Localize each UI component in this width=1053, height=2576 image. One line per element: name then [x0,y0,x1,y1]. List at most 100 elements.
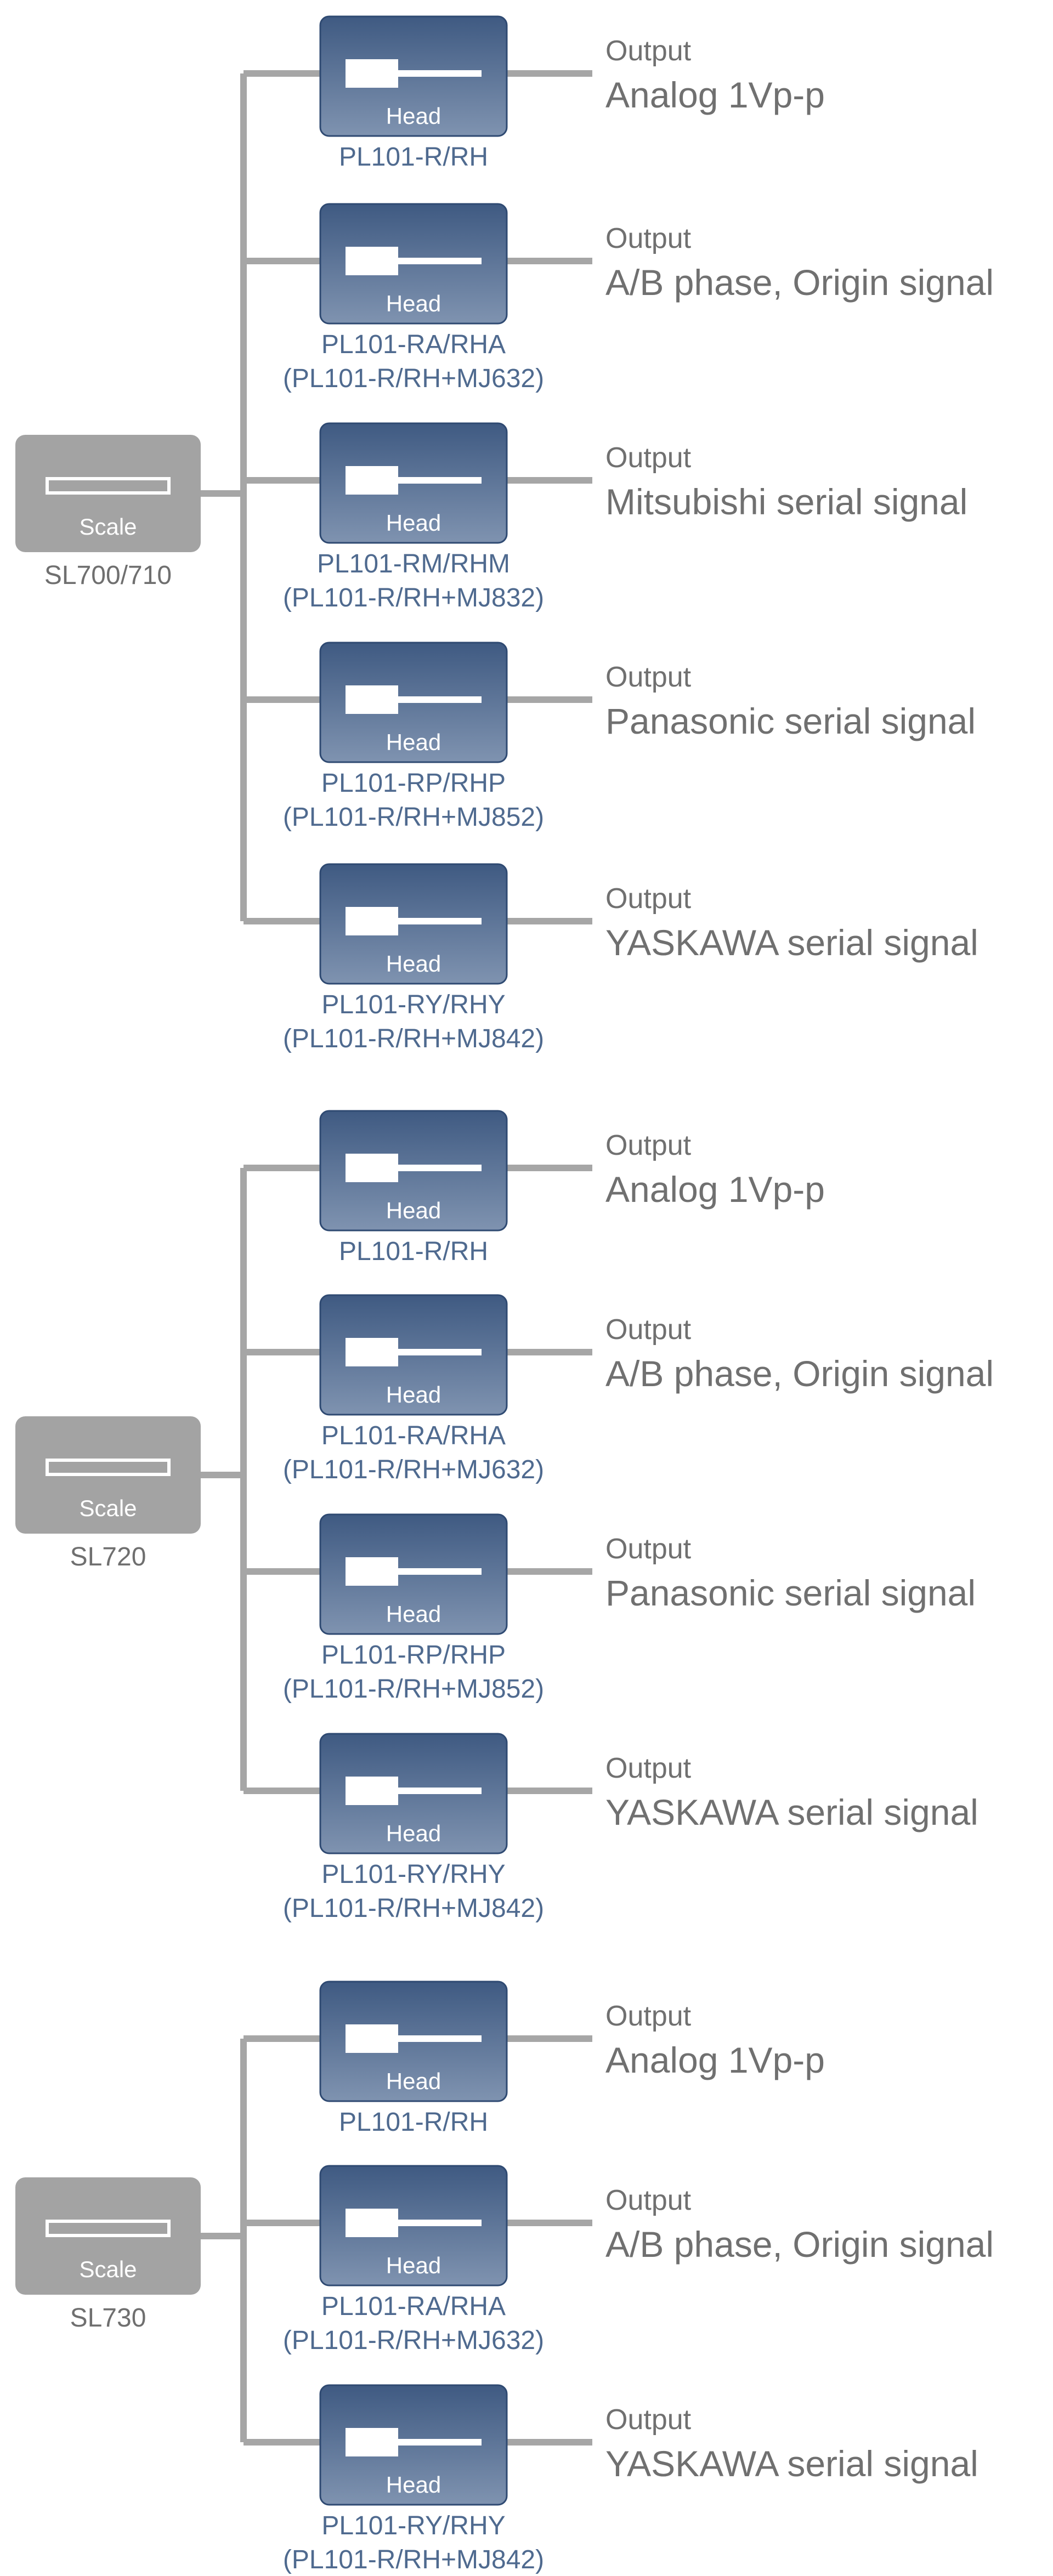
scale-model-name: SL700/710 [44,561,172,590]
output-title: Output [605,35,692,67]
head-model-composition: (PL101-R/RH+MJ852) [283,803,544,832]
head-box-label: Head [386,1198,441,1223]
head-icon-block [346,466,398,495]
head-box-label: Head [386,2252,441,2278]
head-icon-block [346,2428,398,2456]
head-icon-block [346,247,398,275]
output-title: Output [605,2404,692,2436]
scale-box: Scale [15,435,201,552]
head-box-label: Head [386,729,441,755]
head-model-name: PL101-R/RH [339,1237,488,1266]
output-title: Output [605,2185,692,2216]
output-signal: Analog 1Vp-p [605,1169,825,1210]
output-title: Output [605,883,692,915]
scale-bar-icon [46,2220,171,2237]
read-head-icon [346,59,482,88]
head-box-label: Head [386,1820,441,1846]
read-head-icon [346,2209,482,2237]
head-model-composition: (PL101-R/RH+MJ842) [283,1024,544,1053]
head-icon-block [346,907,398,935]
head-icon-block [346,1777,398,1805]
read-head-icon [346,1154,482,1182]
head-model-composition: (PL101-R/RH+MJ632) [283,2326,544,2355]
head-model-composition: (PL101-R/RH+MJ632) [283,364,544,393]
head-model-composition: (PL101-R/RH+MJ842) [283,1894,544,1923]
output-signal: YASKAWA serial signal [605,2443,978,2484]
read-head-icon [346,466,482,495]
output-title: Output [605,2000,692,2032]
head-model-composition: (PL101-R/RH+MJ852) [283,1675,544,1704]
head-row: HeadPL101-RA/RHA(PL101-R/RH+MJ632)Output… [244,1294,994,1484]
head-icon-bar [397,1349,482,1355]
head-icon-bar [397,1568,482,1575]
head-icon-bar [397,2035,482,2042]
output-title: Output [605,442,692,474]
head-model-composition: (PL101-R/RH+MJ832) [283,583,544,612]
head-model-name: PL101-RP/RHP [321,1641,506,1670]
output-title: Output [605,1752,692,1784]
read-head-icon [346,907,482,935]
output-signal: A/B phase, Origin signal [605,2224,994,2265]
head-model-name: PL101-RA/RHA [321,2292,506,2321]
output-title: Output [605,223,692,254]
output-signal: YASKAWA serial signal [605,1792,978,1832]
head-icon-bar [397,2439,482,2446]
scale-bar-icon [46,477,171,495]
head-model-name: PL101-R/RH [339,143,488,172]
read-head-icon [346,685,482,714]
read-head-icon [346,2428,482,2456]
head-row: HeadPL101-RY/RHY(PL101-R/RH+MJ842)Output… [244,1733,978,1923]
head-icon-bar [397,477,482,484]
output-signal: Panasonic serial signal [605,1573,976,1613]
scale-model-name: SL730 [70,2303,146,2333]
head-icon-bar [397,2220,482,2226]
head-model-name: PL101-RP/RHP [321,769,506,798]
scale-box-label: Scale [79,514,137,540]
head-icon-bar [397,1165,482,1171]
head-model-name: PL101-RY/RHY [321,2511,505,2540]
read-head-icon [346,2024,482,2053]
head-row: HeadPL101-RY/RHY(PL101-R/RH+MJ842)Output… [244,863,978,1053]
head-icon-block [346,1338,398,1366]
head-model-name: PL101-RM/RHM [317,549,510,578]
scale-box: Scale [15,1416,201,1534]
head-model-composition: (PL101-R/RH+MJ632) [283,1455,544,1484]
output-signal: Panasonic serial signal [605,701,976,741]
output-title: Output [605,1314,692,1346]
output-signal: Analog 1Vp-p [605,75,825,115]
head-icon-block [346,2209,398,2237]
head-icon-block [346,685,398,714]
read-head-icon [346,247,482,275]
head-model-name: PL101-R/RH [339,2108,488,2137]
head-model-composition: (PL101-R/RH+MJ842) [283,2545,544,2574]
scale-model-name: SL720 [70,1542,146,1571]
output-title: Output [605,661,692,693]
scale-box-label: Scale [79,1495,137,1521]
output-signal: YASKAWA serial signal [605,922,978,963]
head-box-label: Head [386,291,441,316]
head-row: HeadPL101-RM/RHM(PL101-R/RH+MJ832)Output… [244,422,967,612]
head-icon-bar [397,70,482,77]
head-icon-bar [397,696,482,703]
head-box-label: Head [386,1601,441,1627]
head-icon-bar [397,918,482,924]
head-icon-bar [397,1788,482,1794]
output-signal: Analog 1Vp-p [605,2040,825,2080]
read-head-icon [346,1777,482,1805]
head-box-label: Head [386,1382,441,1408]
head-box-label: Head [386,2472,441,2498]
scale-box: Scale [15,2177,201,2295]
output-title: Output [605,1533,692,1565]
head-box-label: Head [386,2068,441,2094]
head-icon-block [346,2024,398,2053]
scale-bar-icon [46,1459,171,1476]
output-signal: Mitsubishi serial signal [605,481,967,522]
